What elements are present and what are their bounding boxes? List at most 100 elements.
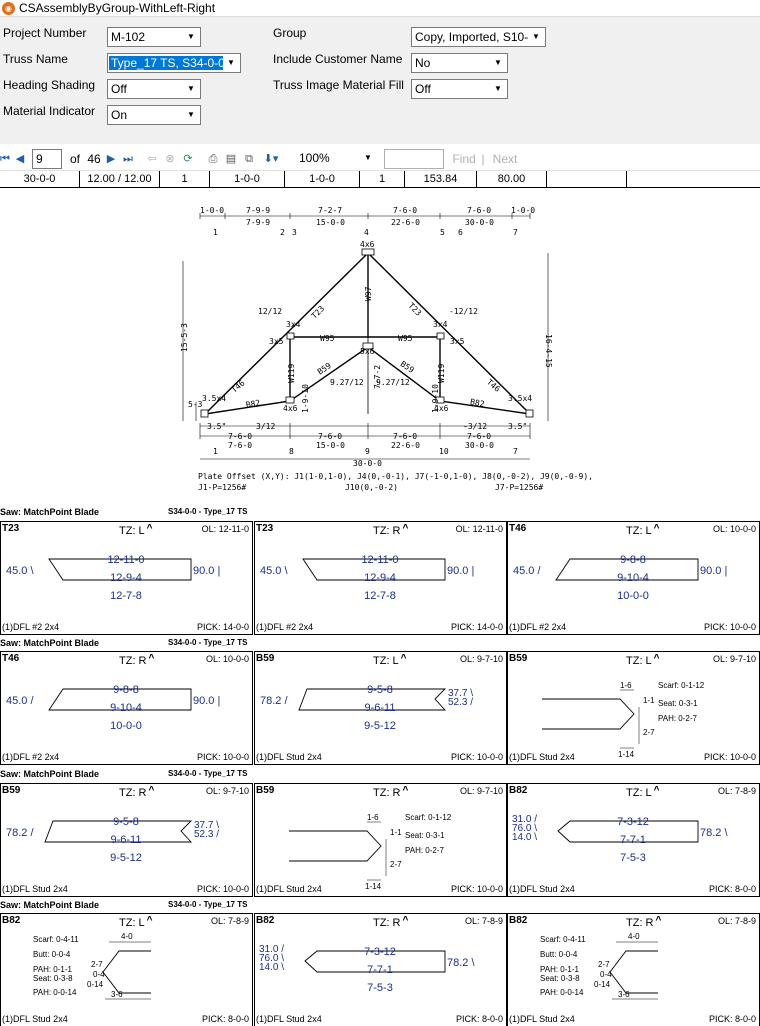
first-page-icon[interactable]: ⏮: [0, 153, 10, 165]
angle-left: 45.0 \: [6, 565, 34, 577]
previous-page-icon[interactable]: ◀: [15, 153, 25, 165]
length-bottom: 12-7-8: [110, 590, 142, 602]
truss-diagram: 1-0-0 7-9-9 7-2-7 7-6-0 7-6-0 1-0-0 7-9-…: [180, 206, 593, 492]
zoom-select[interactable]: 100% ▼: [299, 151, 372, 165]
overall-length: OL: 7-8-9: [464, 916, 503, 926]
seat-value: Seat: 0-3-8: [33, 974, 73, 983]
project-number-select[interactable]: M-102 ▼: [107, 27, 201, 47]
angle-right: 90.0 |: [700, 565, 728, 577]
truss-image-fill-select[interactable]: Off ▼: [411, 79, 508, 99]
cut-shape: [44, 820, 193, 843]
pah-value: PAH: 0-1-1: [540, 965, 579, 974]
length-mid: 7-7-1: [367, 964, 393, 976]
chevron-down-icon[interactable]: ▼: [490, 81, 506, 97]
last-page-icon[interactable]: ⏭: [123, 153, 133, 165]
length-bottom: 12-7-8: [364, 590, 396, 602]
pick-length: PICK: 8-0-0: [708, 884, 756, 894]
trim-zone: TZ: L^: [373, 653, 407, 667]
back-icon[interactable]: ⇦: [147, 153, 157, 165]
top-node-label: 5: [440, 228, 445, 237]
length-top: 7-3-12: [617, 816, 649, 828]
pick-length: PICK: 10-0-0: [703, 752, 756, 762]
member-label: W95: [320, 334, 335, 343]
angle-left: 45.0 \: [260, 565, 288, 577]
chevron-down-icon[interactable]: ▼: [223, 55, 239, 71]
member-label: T23: [406, 301, 423, 318]
chevron-down-icon[interactable]: ▼: [183, 107, 199, 123]
top-node-label: 1: [213, 228, 218, 237]
stop-icon[interactable]: ⊗: [165, 153, 175, 165]
member-label: 7-7-2: [373, 365, 382, 389]
member-name: T23: [2, 523, 20, 534]
caret-icon: ^: [400, 653, 407, 664]
trim-zone: TZ: R^: [373, 785, 409, 799]
length-mid: 12-9-4: [110, 572, 142, 584]
bottom-dim-label: 22-6-0: [391, 441, 420, 450]
refresh-icon[interactable]: ⟳: [183, 153, 193, 165]
find-input[interactable]: [384, 149, 444, 169]
angle-right-pair: 37.7 \52.3 /: [448, 688, 474, 708]
pitch-label: 9.27/12: [330, 378, 364, 387]
truss-name-select[interactable]: Type_17 TS, S34-0-0 ▼: [107, 53, 241, 73]
lumber-spec: (1)DFL #2 2x4: [256, 622, 314, 632]
seat-value: Seat: 0-3-1: [658, 699, 698, 708]
cut-shape: [304, 950, 446, 973]
plate-label: 3x5: [269, 337, 284, 346]
report-viewport[interactable]: 30-0-0 12.00 / 12.00 1 1-0-0 1-0-0 1 153…: [0, 171, 760, 1026]
butt-value: Butt: 0-0-4: [33, 950, 71, 959]
material-indicator-select[interactable]: On ▼: [107, 105, 201, 125]
pitch-label: -12/12: [449, 307, 478, 316]
pick-length: PICK: 14-0-0: [196, 622, 249, 632]
member-label: B82: [245, 398, 261, 409]
angle-right: 90.0 |: [193, 565, 221, 577]
page-setup-icon[interactable]: ⧉: [245, 153, 253, 165]
header-cell: 1: [360, 171, 405, 188]
page-number-input[interactable]: 9: [32, 149, 62, 169]
lumber-spec: (1)DFL Stud 2x4: [509, 884, 575, 894]
find-link[interactable]: Find: [452, 152, 476, 166]
lumber-spec: (1)DFL Stud 2x4: [2, 1014, 68, 1024]
member-label: 1-9-10: [431, 384, 440, 413]
print-icon[interactable]: ⎙: [208, 153, 218, 165]
length-bottom: 10-0-0: [617, 590, 649, 602]
toolbar-separator: |: [481, 152, 485, 166]
heading-shading-select[interactable]: Off ▼: [107, 79, 201, 99]
chevron-down-icon[interactable]: ▼: [490, 55, 506, 71]
export-icon[interactable]: ⬇▾: [263, 153, 279, 165]
print-layout-icon[interactable]: ▤: [225, 153, 237, 165]
chevron-down-icon[interactable]: ▼: [183, 81, 199, 97]
plate-label: 3.5x4: [202, 394, 226, 403]
overall-length: OL: 9-7-10: [459, 654, 503, 664]
bottom-dim-label: 7-6-0: [228, 432, 252, 441]
length-mid: 12-9-4: [364, 572, 396, 584]
trim-zone: TZ: R^: [373, 915, 409, 929]
group-select[interactable]: Copy, Imported, S10-0 ▼: [411, 27, 546, 47]
bottom-dim-label: 7-6-0: [393, 432, 417, 441]
scarf-value: Scarf: 0-1-12: [658, 681, 705, 690]
chevron-down-icon[interactable]: ▼: [183, 29, 199, 45]
cut-shape: [48, 688, 192, 711]
cut-shape: [302, 558, 446, 581]
lumber-spec: (1)DFL Stud 2x4: [256, 1014, 322, 1024]
chevron-down-icon[interactable]: ▼: [364, 153, 372, 162]
length-bottom: 10-0-0: [110, 720, 142, 732]
next-page-icon[interactable]: ▶: [106, 153, 116, 165]
include-customer-name-select[interactable]: No ▼: [411, 53, 508, 73]
pah-value: PAH: 0-0-14: [33, 988, 77, 997]
angle-left-triple: 31.0 /76.0 \14.0 \: [259, 944, 285, 973]
chevron-down-icon[interactable]: ▼: [528, 29, 544, 45]
angle-left: 78.2 /: [6, 827, 34, 839]
plate-label: 4x6: [360, 240, 375, 249]
header-cell: [547, 171, 627, 188]
next-link[interactable]: Next: [492, 152, 518, 166]
lumber-spec: (1)DFL Stud 2x4: [509, 1014, 575, 1024]
trim-zone: TZ: L^: [626, 785, 660, 799]
angle-right-pair: 37.7 \52.3 /: [194, 820, 220, 840]
member-name: B59: [2, 785, 21, 796]
